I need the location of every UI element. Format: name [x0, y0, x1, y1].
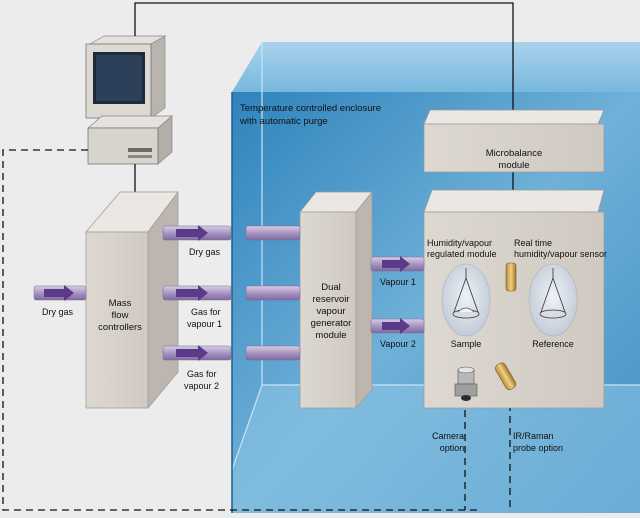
- arrow-dry-gas-out: [176, 225, 208, 241]
- pipe-gas-vapour2: [162, 345, 301, 361]
- enclosure-title-line2: with automatic purge: [239, 116, 328, 127]
- sample-bubble: [441, 263, 491, 337]
- label-gas-vapour2-line2: vapour 2: [184, 381, 219, 391]
- micro-label-line1: Microbalance: [486, 148, 543, 159]
- pipe-vapour1: [370, 256, 425, 272]
- arrow-dry-gas-inlet: [44, 285, 74, 301]
- camera-option-line1: Camera: [432, 431, 464, 441]
- label-dry-gas-inlet: Dry gas: [42, 307, 74, 317]
- enclosure-top-face: [232, 42, 640, 92]
- sensor-label-line2: humidity/vapour sensor: [514, 249, 607, 259]
- label-vapour2: Vapour 2: [380, 339, 416, 349]
- camera-option-line2: option: [440, 443, 465, 453]
- gen-label-line1: Dual: [321, 282, 341, 293]
- cable-computer-to-microbalance: [134, 2, 514, 110]
- gen-label-line4: generator: [311, 318, 352, 329]
- pc-base-front: [87, 127, 159, 165]
- humidity-sensor-icon: [505, 262, 517, 292]
- monitor-side: [150, 35, 166, 119]
- sensor-label-line1: Real time: [514, 238, 552, 248]
- pipe-dry-gas-inlet: [33, 285, 87, 301]
- pc-base-top: [87, 115, 173, 129]
- reference-bubble: [528, 263, 578, 337]
- mfc-label-line2: flow: [112, 310, 129, 321]
- label-vapour1: Vapour 1: [380, 277, 416, 287]
- reference-pan-icon: [539, 268, 567, 319]
- enclosure-diag-edge: [231, 384, 263, 471]
- sample-label: Sample: [451, 339, 482, 349]
- vapour-generator-box: Dual reservoir vapour generator module: [299, 191, 373, 409]
- mfc-front: [85, 231, 149, 409]
- arrow-gas-vapour2: [176, 345, 208, 361]
- reference-label: Reference: [532, 339, 574, 349]
- gen-side: [355, 191, 373, 409]
- probe-option-line1: IR/Raman: [513, 431, 554, 441]
- connections: [2, 2, 514, 511]
- arrow-gas-vapour1: [176, 285, 208, 301]
- option-labels: Camera option IR/Raman probe option: [432, 431, 563, 453]
- gen-label-line3: vapour: [316, 306, 345, 317]
- humidity-label-line2: regulated module: [427, 249, 497, 259]
- mass-flow-controllers-box: Mass flow controllers: [85, 190, 179, 409]
- pipe-vapour2: [370, 318, 425, 334]
- gen-front: [299, 211, 357, 409]
- arrow-vapour2: [382, 318, 410, 334]
- label-dry-gas-out: Dry gas: [189, 247, 221, 257]
- microbalance-box: Microbalance module: [423, 109, 605, 173]
- micro-label-line2: module: [498, 160, 529, 171]
- label-gas-vapour1-line2: vapour 1: [187, 319, 222, 329]
- camera-icon: [454, 366, 478, 401]
- mfc-label-line1: Mass: [109, 298, 132, 309]
- pipes: Dry gas Dry gas Gas for vapour 1 Gas for…: [33, 225, 425, 391]
- humidity-label-line1: Humidity/vapour: [427, 238, 492, 248]
- mfc-label-line3: controllers: [98, 322, 142, 333]
- monitor-screen-glare: [96, 55, 142, 101]
- probe-icon: [494, 362, 517, 390]
- enclosure-title-line1: Temperature controlled enclosure: [240, 103, 381, 114]
- probe-option-line2: probe option: [513, 443, 563, 453]
- chamber-top: [423, 189, 605, 213]
- computer: [85, 35, 173, 165]
- humidity-chamber-box: Humidity/vapour regulated module Real ti…: [423, 189, 607, 409]
- sample-pan-icon: [452, 268, 480, 319]
- pipe-gas-vapour1: [162, 285, 301, 301]
- pc-drive-slot: [128, 148, 152, 152]
- label-gas-vapour2-line1: Gas for: [187, 369, 217, 379]
- gen-label-line2: reservoir: [313, 294, 350, 305]
- pc-drive-slot-2: [128, 155, 152, 158]
- micro-front: [423, 123, 605, 173]
- gen-label-line5: module: [315, 330, 346, 341]
- enclosure-floor: [232, 385, 640, 513]
- dashed-link-computer-option: [2, 149, 480, 511]
- arrow-vapour1: [382, 256, 410, 272]
- pipe-dry-gas-out: [162, 225, 301, 241]
- label-gas-vapour1-line1: Gas for: [191, 307, 221, 317]
- micro-top: [423, 109, 605, 125]
